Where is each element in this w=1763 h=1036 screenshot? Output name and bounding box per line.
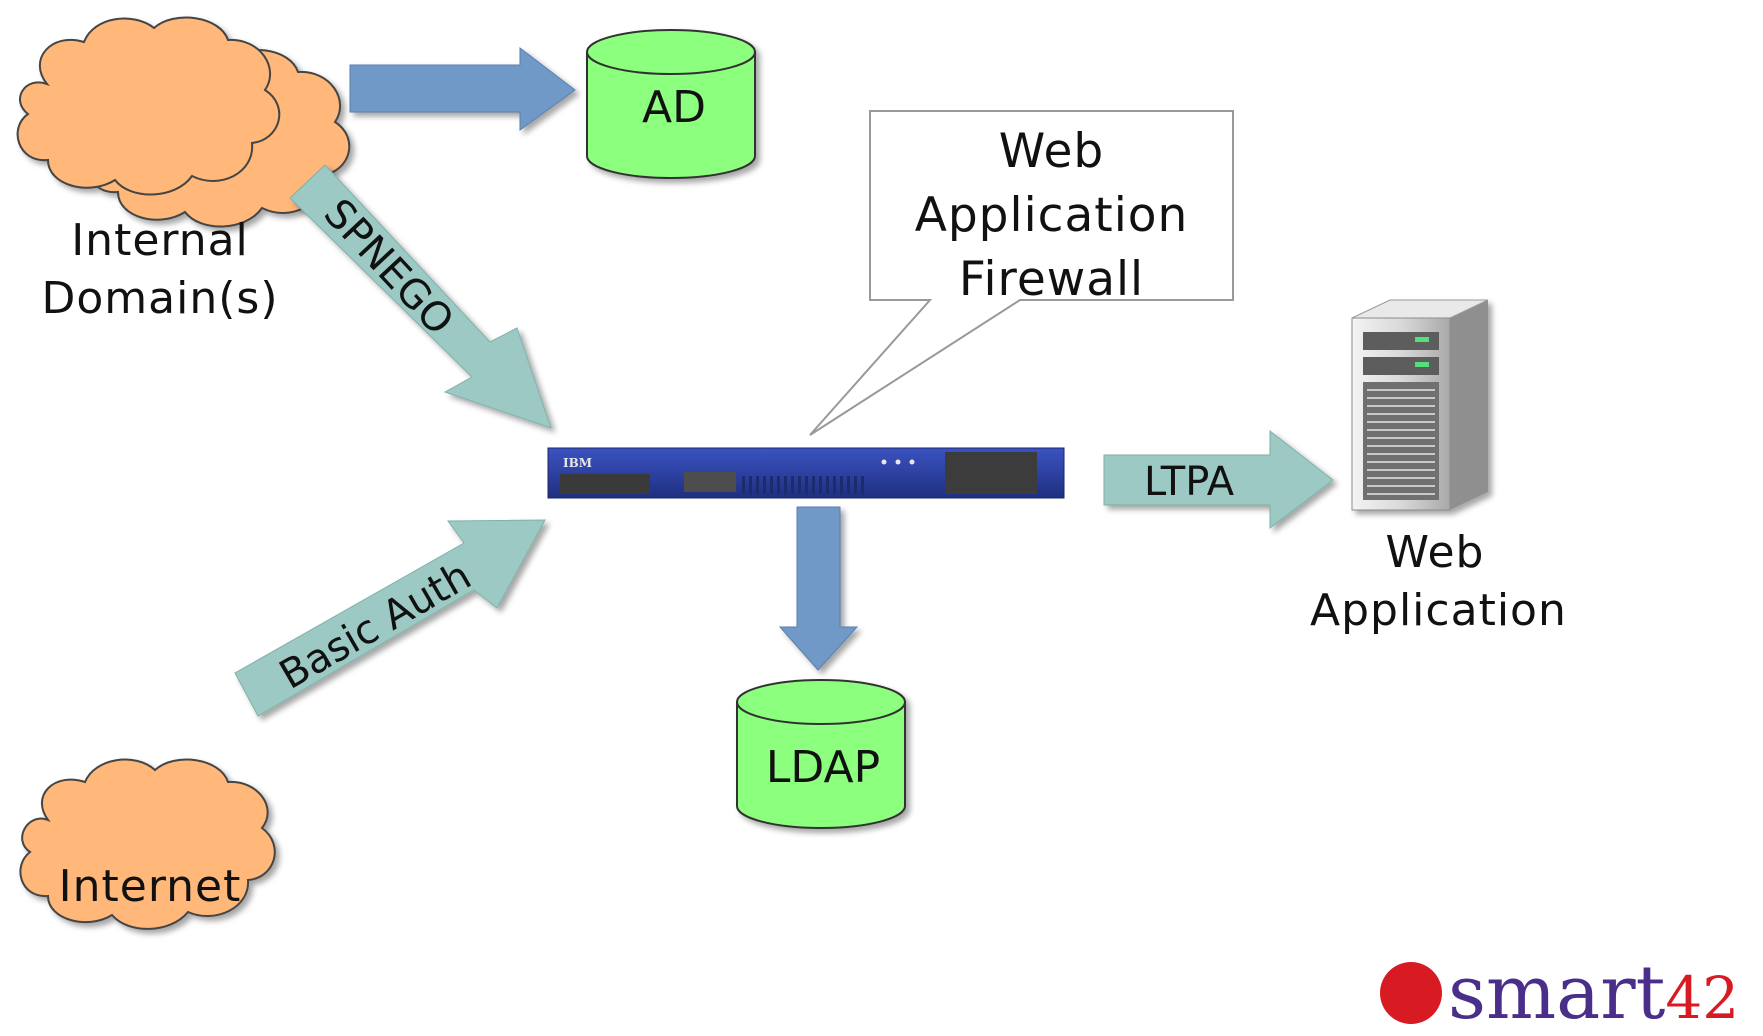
basic-auth-label: Basic Auth bbox=[272, 553, 479, 699]
server-side bbox=[1450, 300, 1488, 510]
appliance-led bbox=[909, 459, 915, 465]
spnego-label: SPNEGO bbox=[315, 190, 463, 344]
internal-domains-line-1: Internal bbox=[71, 215, 249, 266]
spnego-arrow bbox=[289, 164, 552, 429]
server-led bbox=[1415, 337, 1429, 342]
ad-database-icon bbox=[586, 29, 756, 179]
internet-label: Internet bbox=[58, 861, 242, 912]
appliance-led bbox=[881, 459, 887, 465]
basic-auth-arrow bbox=[234, 519, 546, 717]
ldap-database-icon bbox=[736, 679, 906, 829]
appliance-led bbox=[895, 459, 901, 465]
callout-line-3: Firewall bbox=[958, 252, 1145, 307]
datapower-appliance-icon: IBM bbox=[547, 447, 1065, 499]
ad-cylinder-top bbox=[586, 29, 756, 75]
arrow-to-ad bbox=[349, 46, 576, 131]
appliance-indicator-panel bbox=[945, 452, 1037, 494]
callout-bubble bbox=[809, 110, 1234, 436]
ad-cylinder-body bbox=[586, 51, 756, 179]
logo-number: 42 bbox=[1665, 964, 1740, 1032]
callout-text: Web Application Firewall bbox=[870, 120, 1233, 312]
callout-line-1: Web bbox=[998, 124, 1105, 179]
arrow-to-ldap bbox=[778, 506, 859, 671]
smart42-logo: smart 42 bbox=[1380, 950, 1739, 1036]
server-grille-lines bbox=[1367, 389, 1435, 495]
ldap-cylinder-body bbox=[736, 701, 906, 829]
server-drive-bay bbox=[1363, 332, 1439, 350]
logo-s-mark-icon bbox=[1380, 962, 1442, 1024]
ldap-label: LDAP bbox=[766, 742, 880, 793]
web-application-line-2: Application bbox=[1310, 585, 1567, 636]
server-drive-bay bbox=[1363, 357, 1439, 375]
cloud-icon-internal-domains bbox=[16, 16, 351, 228]
appliance-brand-label: IBM bbox=[563, 456, 592, 470]
ldap-cylinder-top bbox=[736, 679, 906, 725]
callout-line-2: Application bbox=[914, 188, 1189, 243]
server-led bbox=[1415, 362, 1429, 367]
web-application-line-1: Web bbox=[1385, 527, 1485, 578]
web-application-label: Web Application bbox=[1310, 524, 1567, 640]
server-grille bbox=[1363, 382, 1439, 500]
cloud-shape-internet bbox=[19, 758, 276, 930]
internal-domains-line-2: Domain(s) bbox=[41, 273, 279, 324]
ltpa-arrow bbox=[1103, 429, 1334, 530]
ltpa-label: LTPA bbox=[1144, 459, 1235, 505]
ad-label: AD bbox=[642, 82, 706, 133]
logo-word: smart bbox=[1448, 950, 1666, 1036]
appliance-vents bbox=[742, 476, 864, 494]
appliance-front-strip bbox=[560, 474, 650, 494]
server-icon bbox=[1351, 299, 1489, 511]
cloud-shape-front bbox=[16, 16, 281, 196]
appliance-port-panel bbox=[684, 472, 736, 492]
internal-domains-label: Internal Domain(s) bbox=[40, 212, 280, 328]
cloud-icon-internet bbox=[19, 758, 276, 930]
